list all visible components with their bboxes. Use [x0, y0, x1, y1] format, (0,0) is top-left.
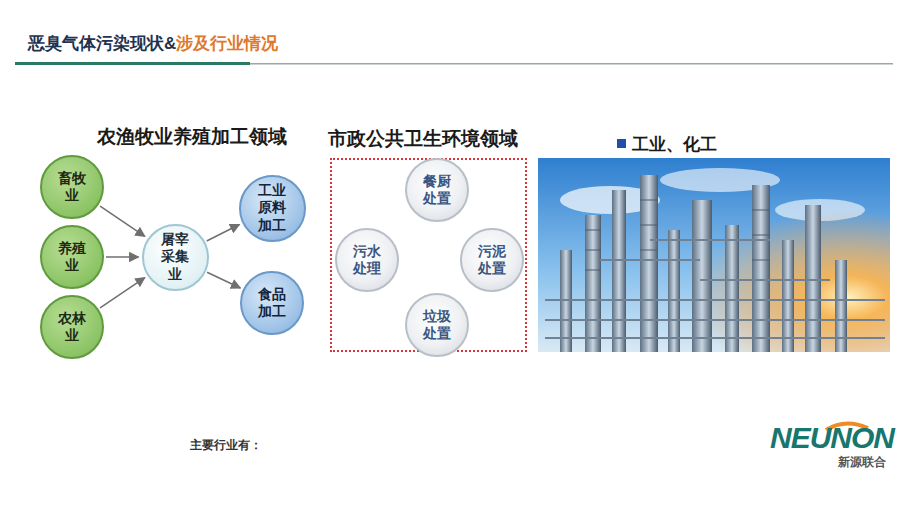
region-heading: 市政公共卫生环境领域: [328, 126, 518, 152]
arrow-connector: [106, 256, 139, 258]
title-highlight: 涉及行业情况: [176, 32, 278, 55]
header-accent: [15, 62, 250, 65]
circle-label: 养殖业: [57, 240, 88, 275]
region-box: 市政公共卫生环境领域餐厨处置污水处理污泥处置垃圾处置: [330, 158, 527, 352]
header-row: 恶臭气体污染现状&涉及行业情况: [28, 32, 278, 55]
arrow-connector: [100, 278, 145, 308]
logo-wordmark: NEUNON: [770, 421, 894, 455]
circle-text-wrap: 屠宰采集业: [160, 231, 191, 284]
arrow-connector: [100, 206, 145, 236]
circle-text-wrap: 食品加工: [257, 286, 288, 321]
arrow-connector: [207, 272, 240, 288]
circle-text-wrap: 工业原料加工: [257, 182, 288, 235]
circle-label: 食品加工: [257, 286, 288, 321]
header-rule: [15, 63, 893, 65]
industry-circle: 屠宰采集业: [142, 224, 209, 291]
circle-label: 农林业: [57, 310, 88, 345]
industry-circle: 垃圾处置: [405, 293, 469, 357]
circle-label: 畜牧业: [57, 170, 88, 205]
industry-circle: 食品加工: [240, 271, 304, 335]
note-text: 主要行业有：: [190, 437, 262, 454]
circle-label: 屠宰采集业: [160, 231, 191, 284]
circle-text-wrap: 农林业: [57, 310, 88, 345]
bullet-square: [617, 139, 626, 148]
section-heading: 工业、化工: [632, 133, 717, 156]
circle-text-wrap: 餐厨处置: [422, 173, 453, 208]
circle-label: 污泥处置: [477, 243, 508, 278]
industry-circle: 农林业: [40, 295, 104, 359]
industry-circle: 工业原料加工: [239, 175, 306, 242]
circle-label: 污水处理: [352, 243, 383, 278]
page-title: 恶臭气体污染现状&: [28, 32, 176, 55]
industry-circle: 餐厨处置: [405, 158, 469, 222]
circle-text-wrap: 污水处理: [352, 243, 383, 278]
industry-circle: 污泥处置: [460, 228, 524, 292]
circle-text-wrap: 垃圾处置: [422, 308, 453, 343]
circle-text-wrap: 污泥处置: [477, 243, 508, 278]
arrow-connector: [207, 224, 240, 241]
refinery-photo: [538, 158, 890, 352]
circle-label: 垃圾处置: [422, 308, 453, 343]
circle-label: 餐厨处置: [422, 173, 453, 208]
logo-chinese: 新源联合: [838, 454, 886, 471]
circle-text-wrap: 畜牧业: [57, 170, 88, 205]
circle-label: 工业原料加工: [257, 182, 288, 235]
industry-circle: 污水处理: [335, 228, 399, 292]
industry-circle: 养殖业: [40, 225, 104, 289]
section-heading: 农渔牧业养殖加工领域: [97, 124, 287, 150]
circle-text-wrap: 养殖业: [57, 240, 88, 275]
industry-circle: 畜牧业: [40, 155, 104, 219]
